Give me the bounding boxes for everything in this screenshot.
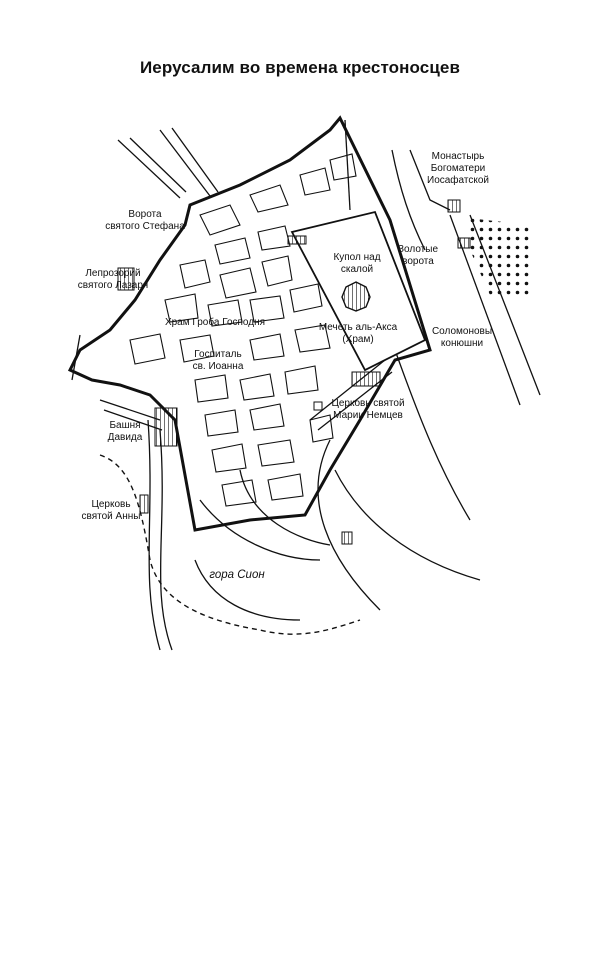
label-mount-zion: гора Сион [209,569,265,581]
roads [71,119,541,651]
hatched-buildings [117,199,471,545]
street-blocks [129,153,357,507]
dome-of-rock-icon [341,281,371,312]
dashed-wall-line [99,454,361,635]
label-holy-sepulchre: Храм Гроба Господня [165,316,265,328]
city-wall [67,115,432,532]
page-title: Иерусалим во времена крестоносцев [139,58,460,77]
jehoshaphat-dotted-area [468,218,530,295]
label-al-aqsa: Мечеть аль-Акса(Храм) [319,322,398,345]
